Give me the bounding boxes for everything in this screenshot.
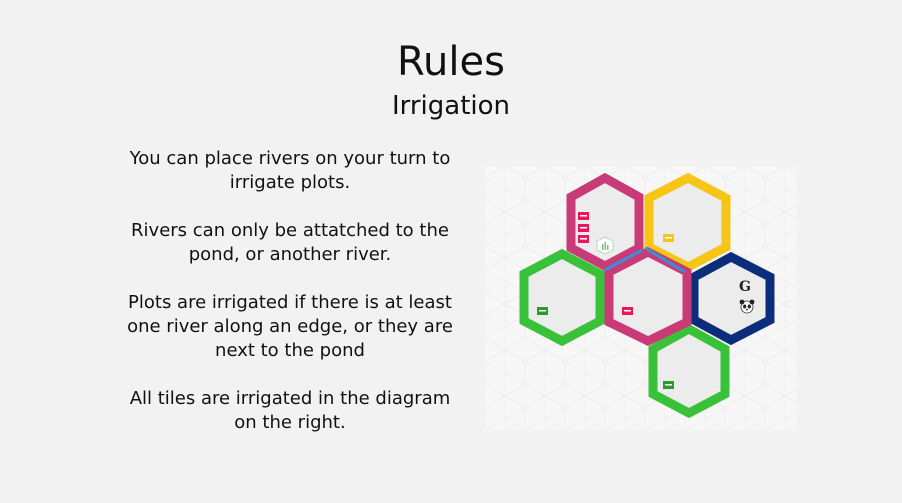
river-segment: [604, 246, 686, 274]
panda-icon: [739, 299, 755, 314]
rules-text: You can place rivers on your turn to irr…: [120, 147, 460, 459]
rule-paragraph-1: You can place rivers on your turn to irr…: [129, 148, 451, 193]
page-subtitle: Irrigation: [391, 91, 511, 121]
page-title: Rules: [397, 39, 505, 85]
irrigation-diagram: G: [485, 166, 797, 430]
green-tile-left: [519, 248, 605, 347]
pond-hexagon-icon: [596, 236, 614, 255]
rule-paragraph-2: Rivers can only be attatched to the pond…: [131, 220, 449, 265]
rule-paragraph-4: All tiles are irrigated in the diagram o…: [129, 388, 451, 433]
diagram-svg: G: [485, 166, 797, 430]
green-tile-bottom: [648, 323, 730, 419]
gardener-icon: G: [739, 279, 751, 295]
pink-tile-center: [604, 246, 692, 347]
yellow-tile: [644, 172, 731, 273]
pink-tile-top: [566, 172, 644, 272]
navy-pond-tile: [689, 251, 775, 346]
rule-paragraph-3: Plots are irrigated if there is at least…: [127, 292, 453, 361]
